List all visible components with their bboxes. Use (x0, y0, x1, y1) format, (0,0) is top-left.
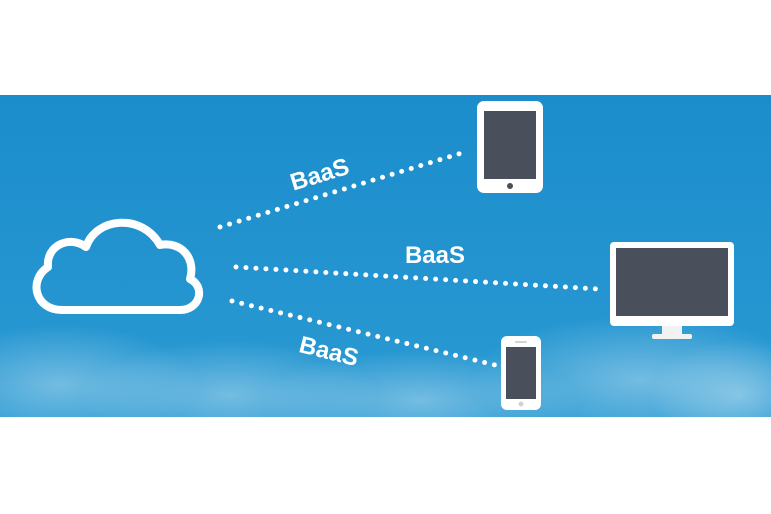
smartphone-icon (501, 336, 541, 410)
baas-diagram: BaaS BaaS BaaS (0, 95, 771, 417)
connector-lines (217, 149, 601, 368)
tablet-icon (477, 101, 543, 193)
background-clouds (0, 315, 771, 417)
connector-tablet (217, 149, 468, 230)
connection-label-monitor: BaaS (405, 242, 465, 269)
monitor-icon (610, 242, 734, 339)
cloud-icon (32, 218, 204, 314)
baas-banner: BaaS BaaS BaaS (0, 95, 771, 417)
connector-monitor (233, 264, 601, 292)
